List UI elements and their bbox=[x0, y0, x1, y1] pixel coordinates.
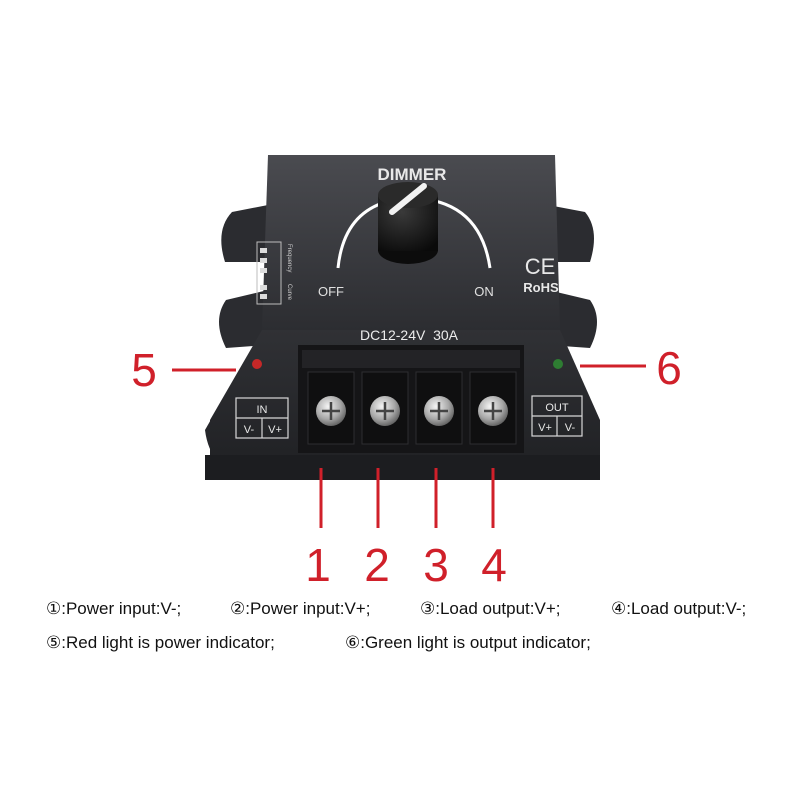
callout-4: 4 bbox=[481, 539, 507, 591]
legend-item-4: ④:Load output:V-; bbox=[611, 599, 747, 618]
knob-on-label: ON bbox=[474, 284, 494, 299]
callout-3: 3 bbox=[423, 539, 449, 591]
legend-item-6: ⑥:Green light is output indicator; bbox=[345, 633, 591, 652]
callout-5: 5 bbox=[131, 344, 157, 396]
terminal-screw-3[interactable] bbox=[424, 396, 454, 426]
dip-label-curve: Curve bbox=[286, 284, 292, 301]
rating-label: DC12-24V 30A bbox=[360, 327, 459, 343]
in-label-box bbox=[235, 397, 289, 439]
legend-item-2: ②:Power input:V+; bbox=[230, 599, 371, 618]
red-power-led bbox=[252, 359, 262, 369]
in-right-polarity: V+ bbox=[268, 424, 282, 436]
knob-off-label: OFF bbox=[318, 284, 344, 299]
terminal-screw-2[interactable] bbox=[370, 396, 400, 426]
callout-6: 6 bbox=[656, 342, 682, 394]
callout-lines bbox=[172, 364, 646, 528]
callout-1: 1 bbox=[305, 539, 331, 591]
rohs-mark: RoHS bbox=[523, 280, 559, 295]
legend-item-5: ⑤:Red light is power indicator; bbox=[46, 633, 275, 652]
ce-mark: CE bbox=[525, 254, 556, 279]
device-base bbox=[205, 455, 600, 480]
legend-item-1: ①:Power input:V-; bbox=[46, 599, 182, 618]
out-title: OUT bbox=[545, 402, 569, 414]
dip-switch-panel[interactable] bbox=[256, 241, 282, 305]
out-left-polarity: V+ bbox=[538, 422, 552, 434]
green-output-led bbox=[553, 359, 563, 369]
terminal-screw-4[interactable] bbox=[478, 396, 508, 426]
dip-label-frequency: Frequency bbox=[286, 244, 292, 272]
device-title: DIMMER bbox=[378, 165, 447, 184]
out-right-polarity: V- bbox=[565, 422, 576, 434]
terminal-screw-1[interactable] bbox=[316, 396, 346, 426]
out-label-box bbox=[531, 395, 583, 437]
legend-item-3: ③:Load output:V+; bbox=[420, 599, 561, 618]
callout-2: 2 bbox=[364, 539, 390, 591]
dimmer-knob[interactable] bbox=[378, 182, 438, 264]
in-left-polarity: V- bbox=[244, 424, 255, 436]
in-title: IN bbox=[257, 404, 268, 416]
